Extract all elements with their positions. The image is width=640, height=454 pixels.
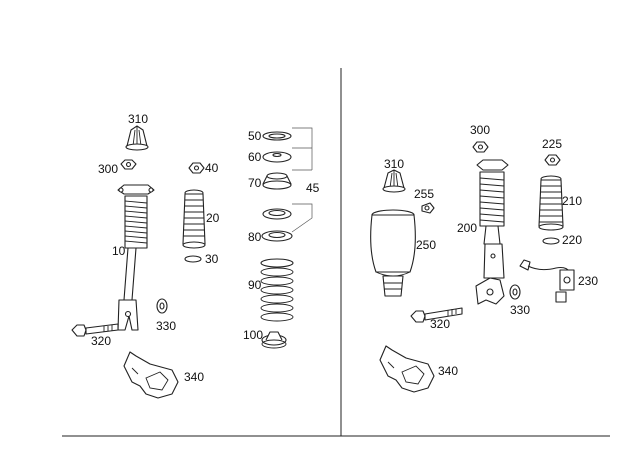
left-label-340: 340 bbox=[184, 370, 204, 384]
left-label-300: 300 bbox=[98, 162, 118, 176]
right-label-225: 225 bbox=[542, 137, 562, 151]
left-part-100 bbox=[261, 331, 287, 349]
right-label-210: 210 bbox=[562, 194, 582, 208]
left-part-40 bbox=[188, 162, 205, 174]
right-part-210 bbox=[538, 175, 564, 231]
right-part-230 bbox=[519, 259, 575, 303]
left-part-80 bbox=[261, 230, 293, 242]
right-label-220: 220 bbox=[562, 233, 582, 247]
right-label-255: 255 bbox=[414, 187, 434, 201]
left-part-90 bbox=[260, 258, 294, 322]
right-part-330 bbox=[509, 284, 521, 300]
left-part-70 bbox=[262, 172, 292, 190]
right-part-340 bbox=[379, 345, 435, 393]
left-part-300 bbox=[120, 159, 137, 170]
right-part-200 bbox=[475, 159, 509, 305]
left-label-40: 40 bbox=[205, 161, 219, 175]
left-part-45-ring bbox=[262, 208, 292, 220]
left-label-310: 310 bbox=[128, 112, 148, 126]
left-label-20: 20 bbox=[206, 211, 220, 225]
right-part-255 bbox=[421, 202, 435, 214]
right-label-230: 230 bbox=[578, 274, 598, 288]
right-label-200: 200 bbox=[457, 221, 477, 235]
right-part-225 bbox=[544, 154, 561, 166]
right-label-300: 300 bbox=[470, 123, 490, 137]
left-label-10: 10 bbox=[112, 244, 126, 258]
left-label-70: 70 bbox=[248, 176, 262, 190]
left-part-30 bbox=[184, 255, 202, 263]
left-part-20 bbox=[182, 189, 206, 249]
right-label-250: 250 bbox=[416, 238, 436, 252]
right-label-330: 330 bbox=[510, 303, 530, 317]
left-label-100: 100 bbox=[243, 328, 263, 342]
right-label-340: 340 bbox=[438, 364, 458, 378]
left-label-30: 30 bbox=[205, 252, 219, 266]
right-assembly bbox=[370, 141, 575, 393]
right-part-310 bbox=[382, 169, 406, 193]
left-part-50 bbox=[262, 131, 292, 141]
left-label-330: 330 bbox=[156, 319, 176, 333]
left-part-310 bbox=[125, 125, 149, 151]
left-label-90: 90 bbox=[248, 278, 262, 292]
left-part-340 bbox=[123, 351, 179, 399]
left-label-50: 50 bbox=[248, 129, 262, 143]
left-label-45: 45 bbox=[306, 181, 320, 195]
left-part-330 bbox=[156, 298, 168, 314]
left-part-320 bbox=[71, 323, 119, 337]
left-assembly bbox=[71, 125, 313, 399]
left-label-80: 80 bbox=[248, 230, 262, 244]
right-part-320 bbox=[410, 307, 463, 323]
right-part-300 bbox=[472, 141, 489, 153]
right-part-250 bbox=[370, 209, 416, 297]
left-label-60: 60 bbox=[248, 150, 262, 164]
left-label-320: 320 bbox=[91, 334, 111, 348]
left-part-60 bbox=[262, 151, 292, 163]
left-part-10 bbox=[117, 184, 155, 331]
right-part-220 bbox=[542, 237, 560, 245]
right-label-310: 310 bbox=[384, 157, 404, 171]
right-label-320: 320 bbox=[430, 317, 450, 331]
